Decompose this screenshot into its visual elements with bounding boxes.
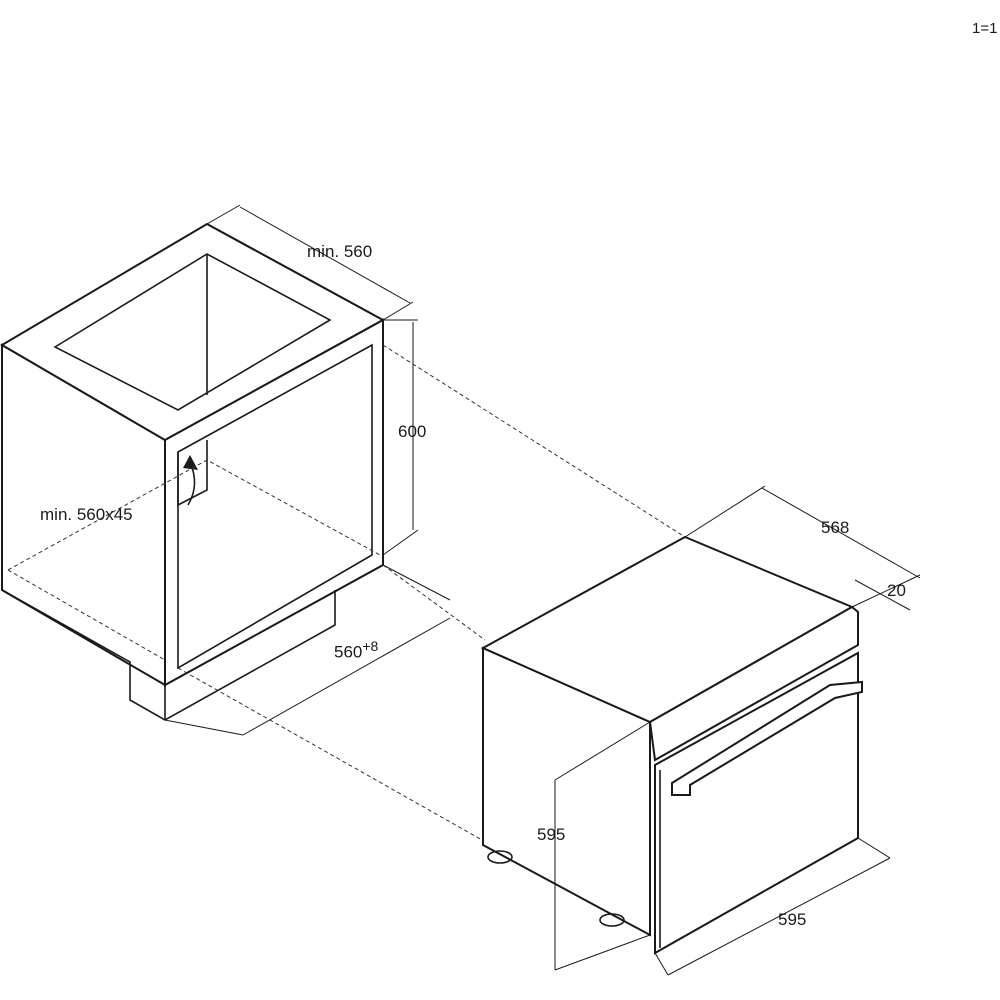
cabinet-width-tolerance: +8 [362,638,379,654]
oven [480,535,863,955]
oven-height-label: 595 [537,825,566,844]
cabinet-width-label: 560+8 [334,638,378,663]
scale-label: 1=1 [972,20,998,37]
oven-depth-label: 568 [821,518,850,537]
oven-dimensions [554,485,921,976]
cabinet-width-value: 560 [334,642,363,662]
oven-width-label: 595 [778,910,807,929]
cabinet-dimensions [164,204,451,736]
cabinet [0,222,386,721]
cabinet-depth-label: min. 560 [307,242,373,261]
oven-panel-label: 20 [887,581,906,600]
cabinet-height-label: 600 [398,422,427,441]
cabinet-vent-label: min. 560x45 [40,505,133,524]
